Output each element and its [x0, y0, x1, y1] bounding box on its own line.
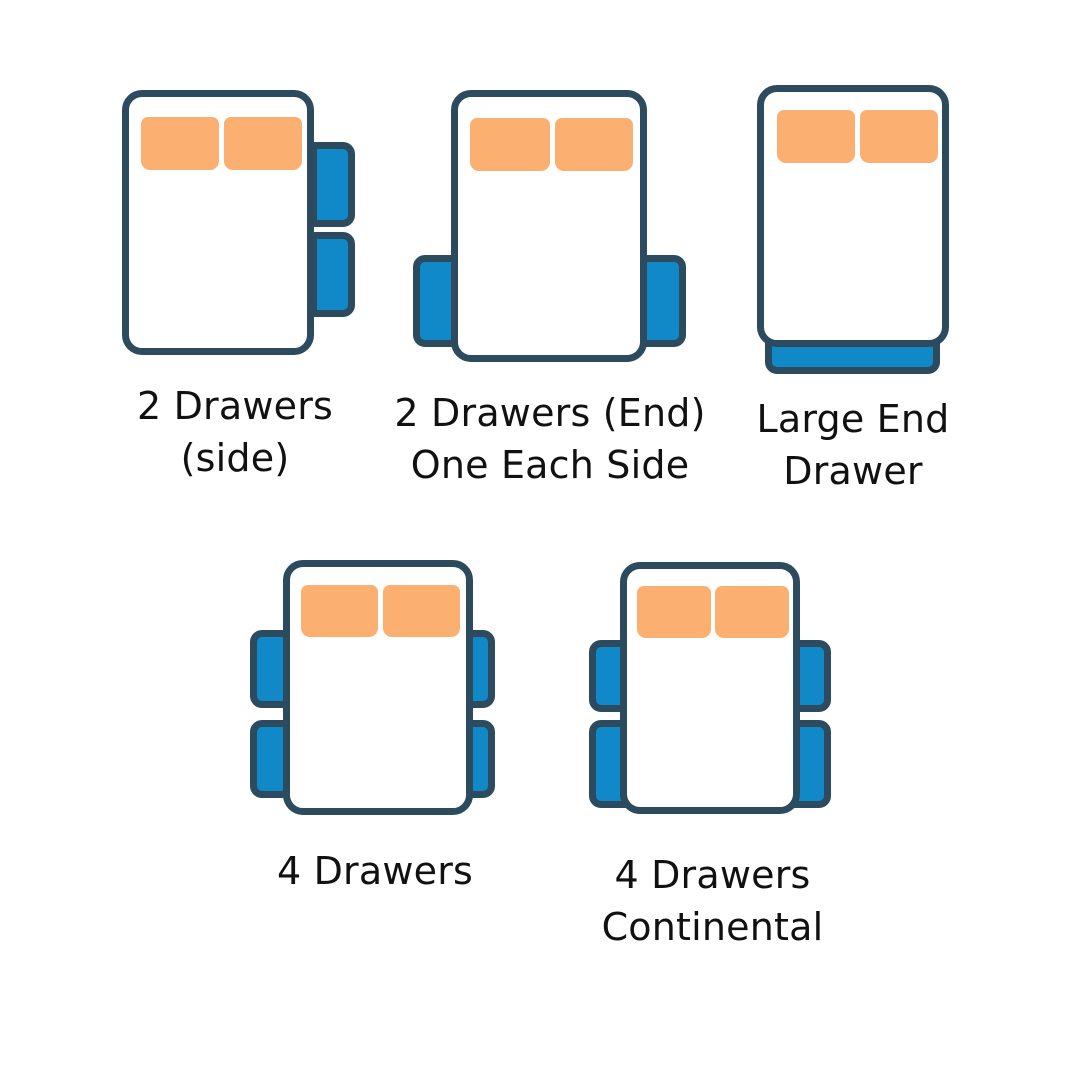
bed-illustration	[105, 90, 365, 355]
pillow-left	[470, 118, 550, 171]
diagram-four-drawers[interactable]: 4 Drawers	[245, 560, 505, 960]
diagram-large-end-drawer[interactable]: Large End Drawer	[750, 85, 980, 515]
drawer-right-top	[310, 142, 355, 227]
pillow-left	[141, 117, 219, 170]
pillow-left	[637, 586, 711, 638]
pillow-right	[224, 117, 302, 170]
pillow-left	[301, 585, 378, 637]
diagram-caption: 2 Drawers (side)	[136, 384, 334, 481]
pillow-right	[555, 118, 633, 171]
bed-illustration	[405, 90, 695, 362]
bed-illustration	[750, 85, 980, 375]
diagram-caption: Large End Drawer	[756, 397, 950, 494]
diagram-four-drawers-continental[interactable]: 4 Drawers Continental	[585, 562, 840, 962]
diagram-caption: 4 Drawers Continental	[601, 853, 824, 950]
diagram-two-drawers-end-one-each-side[interactable]: 2 Drawers (End) One Each Side	[394, 90, 705, 510]
pillow-right	[715, 586, 789, 638]
diagram-two-drawers-side[interactable]: 2 Drawers (side)	[105, 90, 365, 510]
pillow-right	[383, 585, 460, 637]
bed-illustration	[585, 562, 840, 814]
bed-illustration	[245, 560, 505, 815]
pillow-right	[860, 110, 938, 163]
diagram-caption: 4 Drawers	[276, 849, 474, 893]
pillow-left	[777, 110, 855, 163]
drawer-right-bottom	[310, 232, 355, 317]
diagram-caption: 2 Drawers (End) One Each Side	[394, 391, 706, 488]
